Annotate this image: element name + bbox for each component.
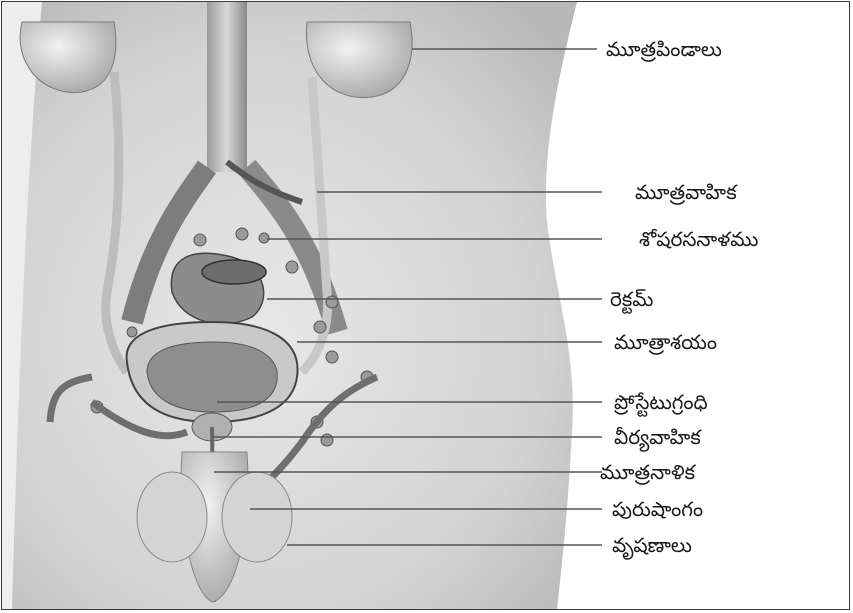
label-urethra: మూత్రనాళిక [600,462,695,482]
label-testes: వృషణాలు [612,535,692,555]
label-prostate-gland: ప్రోస్టేటుగ్రంధి [614,392,708,412]
label-ureter: మూత్రవాహిక [635,182,737,202]
label-vas-deferens: వీర్యవాహిక [614,427,701,447]
label-bladder: మూత్రాశయం [614,332,717,352]
label-kidneys: మూత్రపిండాలు [606,39,722,59]
bladder [127,322,298,422]
label-lymph-duct: శోషరసనాళము [639,229,758,249]
label-penis: పురుషాంగం [612,499,703,519]
label-rectum: రెక్టమ్ [610,289,653,309]
